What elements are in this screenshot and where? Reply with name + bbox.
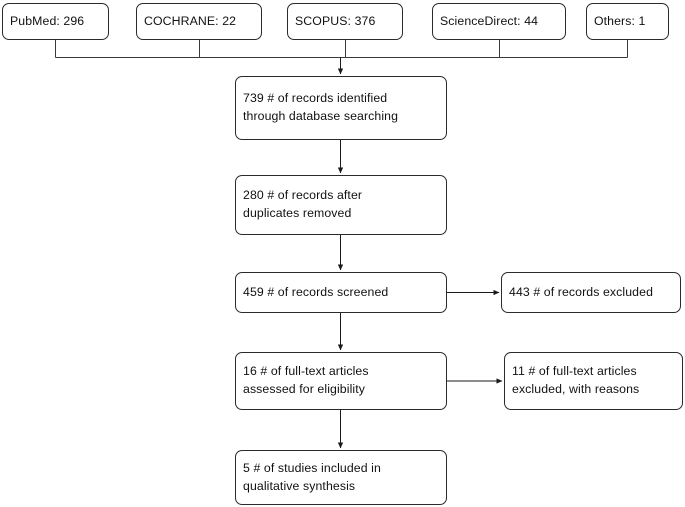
flow-box-records-identified: 739 # of records identified through data… [235,76,447,140]
fulltext-excluded-line2: excluded, with reasons [512,382,640,396]
fulltext-assessed-line1: 16 # of full-text articles [243,364,369,379]
source-box-cochrane: COCHRANE: 22 [136,3,262,40]
records-after-duplicates-line1: 280 # of records after [243,188,363,203]
flow-box-fulltext-excluded: 11 # of full-text articles excluded, wit… [504,352,683,410]
source-box-scopus: SCOPUS: 376 [287,3,403,40]
source-box-others: Others: 1 [586,3,669,40]
source-label-cochrane: COCHRANE: 22 [144,13,237,28]
flow-box-records-after-duplicates: 280 # of records after duplicates remove… [235,175,447,235]
flow-box-records-screened: 459 # of records screened [235,272,447,313]
source-box-pubmed: PubMed: 296 [2,3,109,40]
studies-included-line2: qualitative synthesis [243,478,356,493]
source-label-others: Others: 1 [594,13,646,28]
flow-box-studies-included: 5 # of studies included in qualitative s… [235,450,447,505]
records-identified-line2: through database searching [243,109,399,123]
records-screened-line1: 459 # of records screened [243,284,389,299]
source-label-pubmed: PubMed: 296 [10,13,85,28]
studies-included-line1: 5 # of studies included in [243,460,381,475]
fulltext-assessed-line2: assessed for eligibility [243,382,366,396]
records-identified-line1: 739 # of records identified [243,91,388,106]
records-after-duplicates-line2: duplicates removed [243,206,352,220]
source-label-scopus: SCOPUS: 376 [295,13,376,28]
fulltext-excluded-line1: 11 # of full-text articles [512,364,637,379]
flow-box-records-excluded: 443 # of records excluded [501,272,681,313]
source-box-sciencedirect: ScienceDirect: 44 [432,3,566,40]
records-excluded-line1: 443 # of records excluded [509,284,654,299]
source-label-sciencedirect: ScienceDirect: 44 [440,13,539,28]
flow-box-fulltext-assessed: 16 # of full-text articles assessed for … [235,352,447,410]
